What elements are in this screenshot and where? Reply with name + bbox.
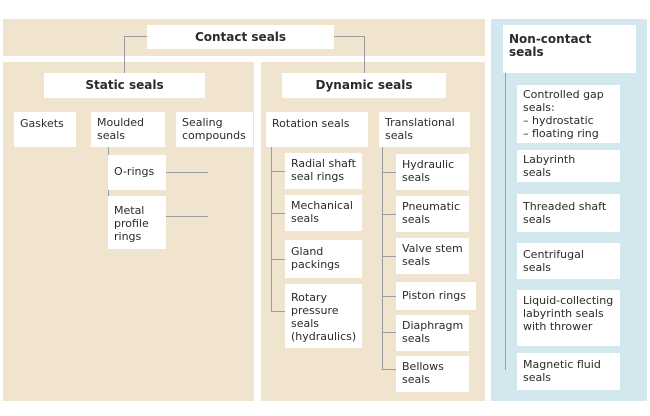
non-contact-item: Labyrinth seals — [517, 150, 620, 182]
connector-noncontact-vertical — [505, 73, 506, 370]
connector-rotation-h2 — [271, 213, 285, 214]
translational-item: Hydraulic seals — [396, 154, 469, 190]
rotation-item: Radial shaft seal rings — [285, 153, 362, 189]
dynamic-seals-title: Dynamic seals — [282, 73, 446, 98]
rotation-item: Gland packings — [285, 240, 362, 278]
non-contact-item: Controlled gap seals: – hydrostatic – fl… — [517, 85, 620, 143]
connector-rotation-h1 — [271, 171, 285, 172]
connector-static-vertical — [124, 36, 125, 73]
rotation-item: Rotary pressure seals (hydraulics) — [285, 284, 362, 348]
connector-translational-h2 — [382, 214, 396, 215]
sealing-compounds-node: Sealing compounds — [176, 112, 253, 147]
non-contact-item: Threaded shaft seals — [517, 194, 620, 232]
translational-item: Piston rings — [396, 282, 476, 310]
static-seals-title: Static seals — [44, 73, 205, 98]
moulded-seals-node: Moulded seals — [91, 112, 165, 147]
connector-translational-h3 — [382, 256, 396, 257]
translational-item: Pneumatic seals — [396, 196, 469, 232]
connector-translational-h1 — [382, 172, 396, 173]
translational-item: Diaphragm seals — [396, 315, 469, 351]
non-contact-item: Liquid-collecting labyrinth seals with t… — [517, 290, 620, 346]
connector-rotation-h3 — [271, 259, 285, 260]
translational-item: Bellows seals — [396, 356, 469, 392]
connector-rotation-vertical — [271, 147, 272, 312]
connector-rotation-h4 — [271, 311, 285, 312]
metal-profile-rings-node: Metal profile rings — [108, 196, 166, 249]
connector-dynamic-vertical — [364, 36, 365, 73]
connector-translational-h4 — [382, 296, 396, 297]
connector-translational-vertical — [382, 147, 383, 369]
connector-translational-h6 — [382, 369, 396, 370]
gaskets-node: Gaskets — [14, 112, 76, 147]
translational-seals-node: Translational seals — [379, 112, 470, 147]
non-contact-seals-title: Non-contact seals — [503, 25, 636, 73]
non-contact-item: Magnetic fluid seals — [517, 353, 620, 390]
translational-item: Valve stem seals — [396, 238, 469, 274]
non-contact-item: Centrifugal seals — [517, 243, 620, 279]
rotation-item: Mechanical seals — [285, 195, 362, 231]
contact-seals-title: Contact seals — [147, 25, 334, 49]
o-rings-node: O-rings — [108, 155, 166, 190]
rotation-seals-node: Rotation seals — [266, 112, 368, 147]
connector-translational-h5 — [382, 332, 396, 333]
